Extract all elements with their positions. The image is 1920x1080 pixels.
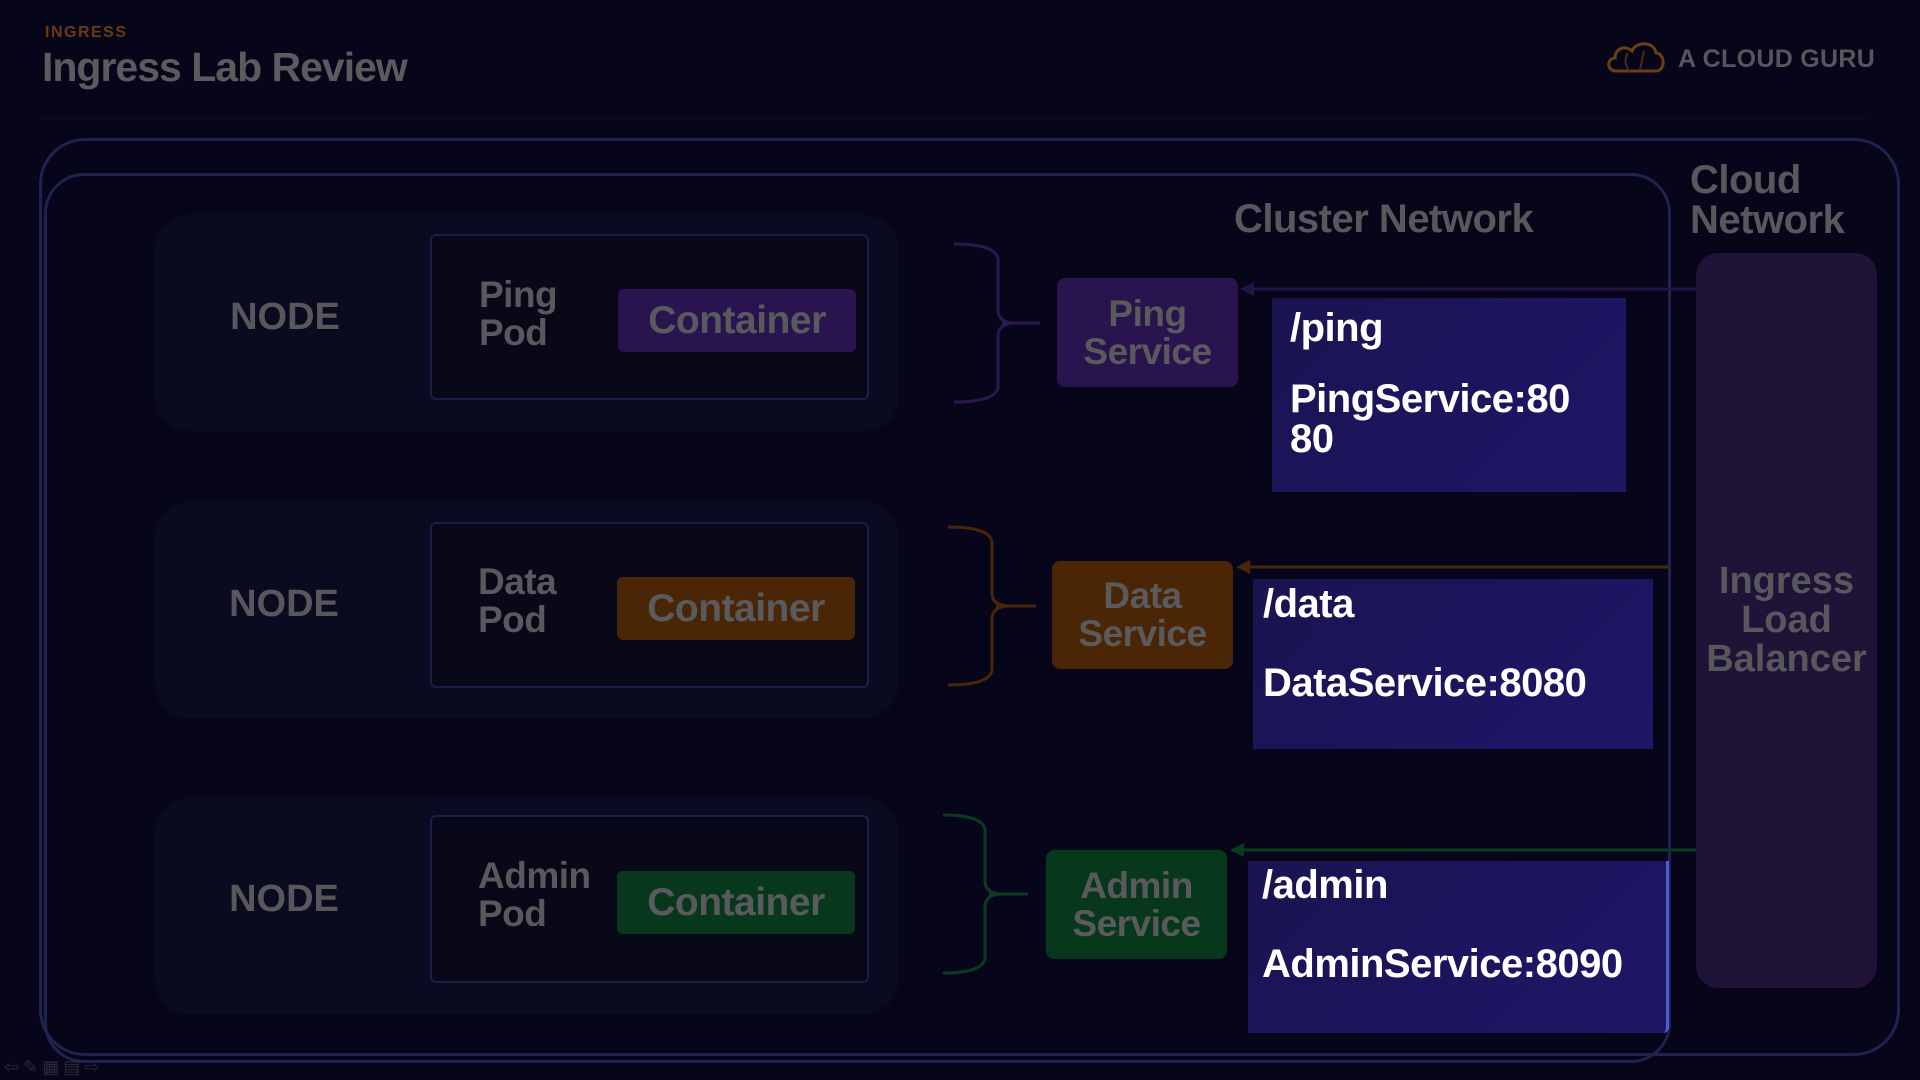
- menu-icon[interactable]: ▤: [63, 1057, 81, 1077]
- cluster-network-boundary: [44, 173, 1671, 1063]
- route-path: /data: [1263, 582, 1354, 626]
- service-label-line2: Service: [1072, 902, 1201, 944]
- pod-label-line2: Pod: [478, 893, 547, 934]
- pod-label-ping: Ping Pod: [479, 274, 558, 353]
- route-rule-admin: /admin AdminService:8090: [1248, 861, 1669, 1033]
- cluster-network-label: Cluster Network: [1234, 197, 1534, 241]
- route-target-line1: DataService:8080: [1263, 661, 1587, 705]
- cloud-network-label-line2: Network: [1690, 198, 1845, 242]
- pod-label-line1: Data: [478, 561, 557, 602]
- pod-label-line1: Admin: [478, 855, 591, 896]
- node-label: NODE: [230, 296, 340, 338]
- header-divider: [40, 118, 1870, 119]
- arrow-right-icon[interactable]: ⇨: [84, 1057, 100, 1077]
- pod-label-data: Data Pod: [478, 561, 557, 640]
- container-data: Container: [617, 577, 855, 640]
- service-label-line2: Service: [1083, 330, 1212, 372]
- pod-label-line1: Ping: [479, 274, 558, 315]
- pencil-icon[interactable]: ✎: [23, 1057, 39, 1077]
- service-label-line1: Admin: [1080, 864, 1193, 906]
- node-label: NODE: [229, 583, 339, 625]
- section-kicker: INGRESS: [45, 24, 128, 41]
- presentation-toolbar: ⇦ ✎ ▦ ▤ ⇨: [4, 1057, 99, 1078]
- service-label-line2: Service: [1078, 613, 1207, 654]
- ingress-lb-line2: Load: [1741, 599, 1832, 641]
- cloud-network-boundary: [39, 138, 1900, 1056]
- service-label-line1: Data: [1103, 575, 1182, 616]
- service-data: Data Service: [1052, 561, 1233, 669]
- pod-label-admin: Admin Pod: [478, 857, 591, 933]
- route-path: /ping: [1290, 306, 1384, 350]
- page-title: Ingress Lab Review: [42, 44, 408, 90]
- route-path: /admin: [1262, 863, 1388, 907]
- route-target-line1: PingService:80: [1290, 377, 1570, 421]
- ingress-load-balancer: Ingress Load Balancer: [1696, 253, 1877, 988]
- container-ping: Container: [618, 289, 856, 352]
- pod-label-line2: Pod: [479, 312, 548, 353]
- node-label: NODE: [229, 878, 339, 920]
- cloud-icon: [1604, 37, 1668, 82]
- grid-icon[interactable]: ▦: [42, 1057, 60, 1077]
- cloud-network-label: Cloud Network: [1690, 158, 1845, 242]
- arrow-left-icon[interactable]: ⇦: [4, 1057, 20, 1077]
- route-target: DataService:8080: [1263, 663, 1653, 703]
- route-target-line1: AdminService:8090: [1262, 942, 1623, 986]
- route-target: PingService:80 80: [1290, 379, 1626, 459]
- brand-name: A CLOUD GURU: [1678, 44, 1876, 73]
- service-ping: Ping Service: [1057, 278, 1238, 387]
- brand-logo: A CLOUD GURU: [1604, 38, 1875, 80]
- container-admin: Container: [617, 871, 855, 934]
- ingress-lb-line3: Balancer: [1706, 638, 1867, 680]
- route-target-line2: 80: [1290, 417, 1334, 461]
- ingress-lb-line1: Ingress: [1718, 560, 1855, 602]
- cloud-network-label-line1: Cloud: [1690, 158, 1801, 202]
- route-rule-data: /data DataService:8080: [1253, 579, 1653, 749]
- pod-label-line2: Pod: [478, 599, 547, 640]
- route-target: AdminService:8090: [1262, 944, 1666, 984]
- service-label-line1: Ping: [1108, 292, 1187, 334]
- route-rule-ping: /ping PingService:80 80: [1272, 298, 1626, 492]
- service-admin: Admin Service: [1046, 850, 1227, 959]
